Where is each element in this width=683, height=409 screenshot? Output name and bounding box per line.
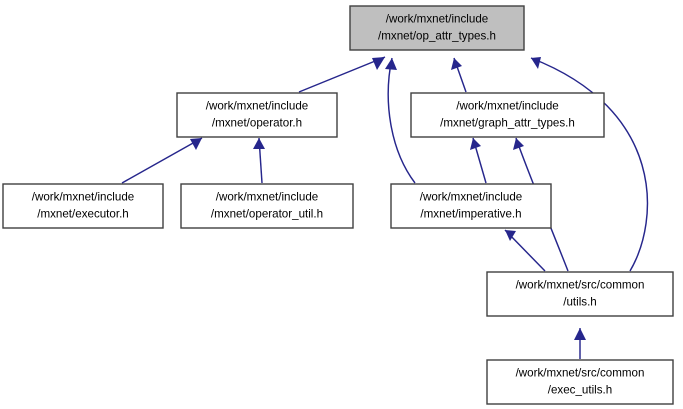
node-box-common_utils[interactable] xyxy=(486,271,674,317)
node-box-operator[interactable] xyxy=(176,92,338,138)
node-label-line2-imperative: /mxnet/imperative.h xyxy=(420,208,521,221)
edges-layer xyxy=(121,56,649,359)
nodes-layer: /work/mxnet/include/mxnet/op_attr_types.… xyxy=(2,5,674,405)
arrowhead-common_utils-to-graph_attr_types xyxy=(513,138,524,150)
node-label-line2-op_attr_types: /mxnet/op_attr_types.h xyxy=(378,30,496,43)
node-box-common_exec_utils[interactable] xyxy=(486,359,674,405)
node-operator[interactable]: /work/mxnet/include/mxnet/operator.h xyxy=(176,92,338,138)
edge-imperative-to-op_attr_types xyxy=(387,57,416,184)
node-box-executor[interactable] xyxy=(2,183,164,229)
edge-operator-to-op_attr_types xyxy=(298,56,386,93)
node-box-operator_util[interactable] xyxy=(180,183,354,229)
arrowhead-operator-to-op_attr_types xyxy=(372,57,385,70)
node-box-op_attr_types[interactable] xyxy=(349,5,525,51)
node-label-line2-common_utils: /utils.h xyxy=(563,296,597,309)
node-label-line1-op_attr_types: /work/mxnet/include xyxy=(386,13,488,26)
node-label-line2-graph_attr_types: /mxnet/graph_attr_types.h xyxy=(440,117,575,130)
arrowhead-operator_util-to-operator xyxy=(253,138,265,149)
edge-executor-to-operator xyxy=(121,137,203,184)
node-label-line1-operator_util: /work/mxnet/include xyxy=(216,191,318,204)
node-common_exec_utils[interactable]: /work/mxnet/src/common/exec_utils.h xyxy=(486,359,674,405)
node-imperative[interactable]: /work/mxnet/include/mxnet/imperative.h xyxy=(390,183,552,229)
node-label-line1-imperative: /work/mxnet/include xyxy=(420,191,522,204)
node-label-line1-operator: /work/mxnet/include xyxy=(206,100,308,113)
node-common_utils[interactable]: /work/mxnet/src/common/utils.h xyxy=(486,271,674,317)
arrowhead-executor-to-operator xyxy=(190,138,202,150)
arrowhead-common_utils-to-imperative xyxy=(505,230,516,241)
node-label-line2-common_exec_utils: /exec_utils.h xyxy=(548,384,612,397)
arrowhead-imperative-to-graph_attr_types xyxy=(470,138,481,150)
arrowhead-imperative-to-op_attr_types xyxy=(385,58,397,70)
node-label-line1-common_utils: /work/mxnet/src/common xyxy=(516,279,645,292)
arrowhead-common_utils-to-op_attr_types xyxy=(531,57,541,69)
node-label-line2-operator_util: /mxnet/operator_util.h xyxy=(211,208,323,221)
node-graph_attr_types[interactable]: /work/mxnet/include/mxnet/graph_attr_typ… xyxy=(410,92,605,138)
node-label-line1-graph_attr_types: /work/mxnet/include xyxy=(456,100,558,113)
node-box-imperative[interactable] xyxy=(390,183,552,229)
node-box-graph_attr_types[interactable] xyxy=(410,92,605,138)
node-label-line1-common_exec_utils: /work/mxnet/src/common xyxy=(516,367,645,380)
node-operator_util[interactable]: /work/mxnet/include/mxnet/operator_util.… xyxy=(180,183,354,229)
edge-common_utils-to-op_attr_types xyxy=(530,57,649,272)
arrowhead-graph_attr_types-to-op_attr_types xyxy=(451,58,462,70)
node-label-line1-executor: /work/mxnet/include xyxy=(32,191,134,204)
node-label-line2-executor: /mxnet/executor.h xyxy=(37,208,129,221)
node-executor[interactable]: /work/mxnet/include/mxnet/executor.h xyxy=(2,183,164,229)
node-label-line2-operator: /mxnet/operator.h xyxy=(212,117,302,130)
node-op_attr_types[interactable]: /work/mxnet/include/mxnet/op_attr_types.… xyxy=(349,5,525,51)
arrowhead-common_exec_utils-to-common_utils xyxy=(574,328,586,340)
